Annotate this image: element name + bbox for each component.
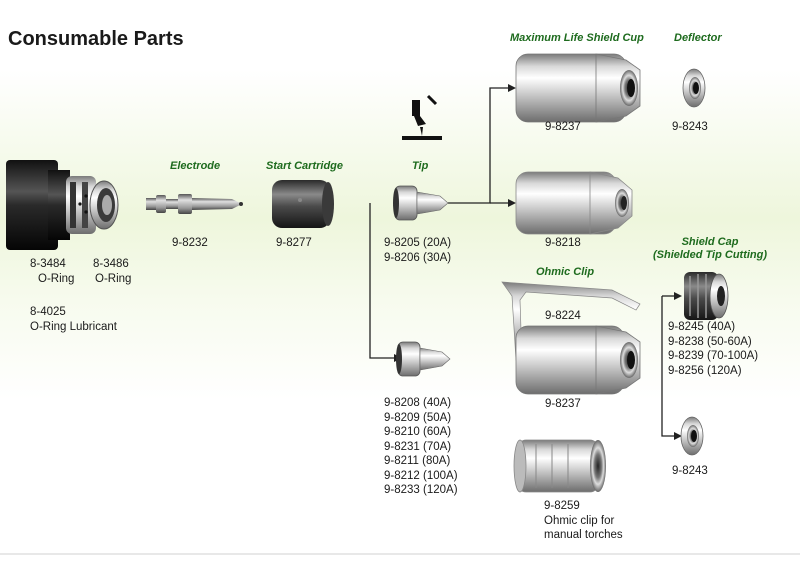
part-desc: manual torches [544, 529, 623, 541]
deflector-bottom-image [680, 416, 704, 456]
label-max-life-shield-cup: Maximum Life Shield Cup [510, 32, 644, 44]
label-shield-cap-line2: (Shielded Tip Cutting) [652, 249, 768, 261]
page-title: Consumable Parts [8, 28, 184, 50]
tip-lower-image [396, 341, 451, 377]
list-item: 9-8205 (20A) [384, 237, 452, 249]
max-life-shield-cup-image [515, 53, 641, 123]
part-number: 9-8259 [544, 500, 580, 512]
part-desc: Ohmic clip for [544, 514, 615, 527]
shield-cup-lower-image [515, 325, 641, 395]
list-item: 9-8212 (100A) [384, 469, 458, 482]
part-lubricant: 8-4025 O-Ring Lubricant [30, 305, 117, 334]
part-manual-clip: 9-8259 Ohmic clip for manual torches [544, 499, 623, 543]
part-shield-cup-middle: 9-8218 [545, 237, 581, 249]
part-oring-2: 8-3486 O-Ring [93, 257, 131, 286]
part-number: 8-4025 [30, 306, 66, 318]
list-item: 9-8209 (50A) [384, 411, 452, 424]
part-list-tip-lower: 9-8208 (40A) 9-8209 (50A) 9-8210 (60A) 9… [384, 396, 458, 498]
list-item: 9-8231 (70A) [384, 440, 452, 453]
shield-cap-image [684, 272, 729, 320]
part-deflector-bottom: 9-8243 [672, 465, 708, 477]
list-item: 9-8211 (80A) [384, 455, 451, 467]
part-oring-1: 8-3484 O-Ring [30, 257, 74, 286]
part-number: 8-3486 [93, 258, 129, 270]
list-item: 9-8238 (50-60A) [668, 335, 752, 348]
part-start-cartridge: 9-8277 [276, 237, 312, 249]
label-tip: Tip [412, 160, 429, 172]
part-deflector-top: 9-8243 [672, 121, 708, 133]
manual-ohmic-clip-image [513, 439, 606, 493]
label-shield-cap: Shield Cap (Shielded Tip Cutting) [652, 236, 768, 262]
part-list-tip-upper: 9-8205 (20A) 9-8206 (30A) [384, 236, 451, 265]
list-item: 9-8239 (70-100A) [668, 350, 759, 362]
part-desc: O-Ring [38, 272, 75, 285]
cutting-torch-icon [402, 94, 442, 140]
label-deflector: Deflector [674, 32, 722, 44]
list-item: 9-8206 (30A) [384, 251, 452, 264]
part-list-shield-cap: 9-8245 (40A) 9-8238 (50-60A) 9-8239 (70-… [668, 320, 758, 378]
part-ohmic-clip: 9-8224 [545, 310, 581, 322]
list-item: 9-8233 (120A) [384, 484, 458, 496]
list-item: 9-8245 (40A) [668, 321, 736, 333]
start-cartridge-image [272, 180, 334, 228]
part-max-life-cup-top: 9-8237 [545, 121, 581, 133]
part-desc: O-Ring Lubricant [30, 320, 117, 333]
part-desc: O-Ring [95, 272, 132, 285]
tip-upper-image [393, 185, 449, 221]
list-item: 9-8208 (40A) [384, 397, 452, 409]
label-shield-cap-line1: Shield Cap [681, 236, 739, 248]
connector-lines [369, 87, 675, 437]
part-shield-cup-lower: 9-8237 [545, 398, 581, 410]
list-item: 9-8256 (120A) [668, 364, 742, 377]
shield-cup-middle-image [515, 171, 633, 235]
list-item: 9-8210 (60A) [384, 426, 452, 438]
label-electrode: Electrode [170, 160, 221, 172]
part-electrode: 9-8232 [172, 237, 208, 249]
label-ohmic-clip: Ohmic Clip [536, 266, 595, 278]
electrode-image [146, 194, 243, 214]
label-start-cartridge: Start Cartridge [266, 160, 344, 172]
deflector-top-image [682, 68, 706, 108]
part-number: 8-3484 [30, 258, 66, 270]
torch-head-image [6, 160, 119, 250]
